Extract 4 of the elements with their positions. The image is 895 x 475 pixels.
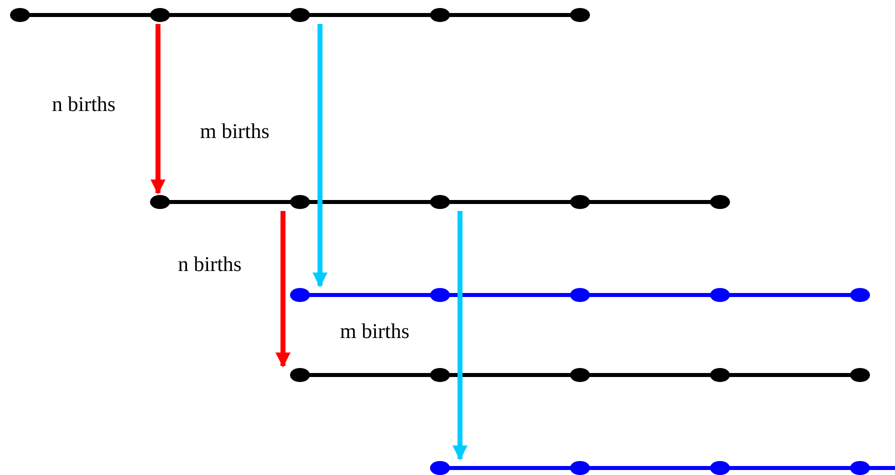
arrow — [150, 24, 166, 194]
arrow — [312, 24, 328, 288]
arrow — [452, 211, 468, 460]
arrow — [276, 211, 290, 368]
